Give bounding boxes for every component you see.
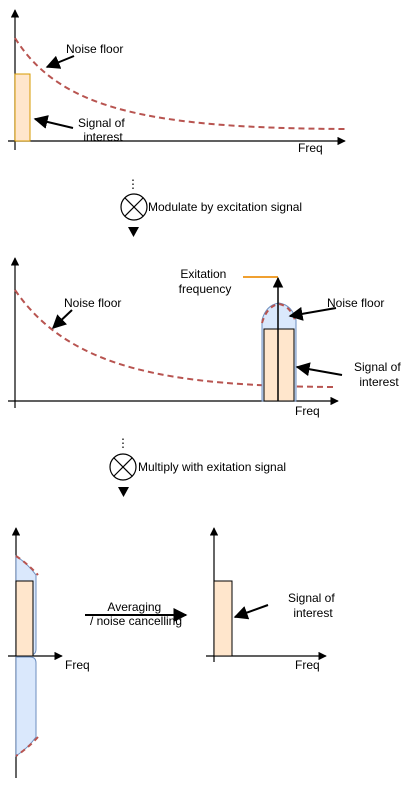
noise-floor-label-right: Noise floor: [327, 296, 384, 310]
signal-label-line-1: Signal of: [78, 116, 125, 130]
averaging-label-line-1: Averaging: [107, 600, 161, 614]
excitation-label-line-1: Exitation: [180, 267, 226, 281]
noise-floor-label: Noise floor: [66, 42, 123, 56]
signal-bar: [15, 580, 34, 657]
modulate-label: Modulate by excitation signal: [148, 200, 302, 214]
x-axis-label: Freq: [298, 141, 323, 155]
multiply-label: Multiply with exitation signal: [138, 460, 286, 474]
multiply-circle-icon: [109, 453, 137, 481]
signal-arrow: [233, 604, 269, 620]
panel-original-spectrum: Noise floor Signal of interest Freq: [8, 9, 346, 155]
x-axis-label-right: Freq: [295, 658, 320, 672]
step-modulate: ⋮ Modulate by excitation signal: [120, 177, 302, 237]
signal-label-line-1: Signal of: [354, 360, 401, 374]
panel-demodulated-spectrum: Freq: [8, 527, 90, 778]
signal-arrow: [295, 362, 343, 377]
noise-floor-arrow: [45, 55, 75, 69]
signal-label-line-2: interest: [359, 375, 399, 389]
lower-noise-edge: [15, 736, 39, 757]
signal-bar: [213, 580, 233, 657]
panel-filtered-spectrum: Signal of interest Freq: [206, 527, 338, 672]
excitation-frequency-label: Exitation frequency: [179, 267, 232, 296]
signal-label-line-1: Signal of: [288, 591, 335, 605]
signal-arrow: [33, 115, 74, 129]
step-dots: ⋮: [117, 436, 129, 450]
down-arrow-icon: [128, 227, 139, 237]
x-axis-label: Freq: [295, 404, 320, 418]
signal-label-line-2: interest: [83, 130, 123, 144]
averaging-step: Averaging / noise cancelling: [85, 600, 188, 628]
signal-bar: [263, 328, 295, 402]
signal-of-interest-label: Signal of interest: [354, 360, 404, 389]
upper-noise-edge: [15, 555, 39, 576]
excitation-label-line-2: frequency: [179, 282, 232, 296]
step-multiply: ⋮ Multiply with exitation signal: [109, 436, 286, 497]
panel-modulated-spectrum: Exitation frequency Noise floor Noise fl…: [8, 257, 404, 418]
x-axis-label-left: Freq: [65, 658, 90, 672]
noise-floor-arrow-left: [51, 309, 73, 329]
noise-floor-label-left: Noise floor: [64, 296, 121, 310]
step-dots: ⋮: [127, 177, 139, 191]
noise-floor-arrow-right: [288, 306, 337, 321]
envelope-noise-edge: [261, 302, 297, 324]
averaging-label: Averaging / noise cancelling: [90, 600, 182, 628]
signal-bar: [14, 73, 31, 142]
signal-of-interest-label: Signal of interest: [288, 591, 338, 620]
down-arrow-icon: [118, 487, 129, 497]
signal-of-interest-label: Signal of interest: [78, 116, 128, 144]
signal-label-line-2: interest: [293, 606, 333, 620]
lower-noise-envelope: [15, 656, 37, 757]
noise-floor-curve: [14, 37, 346, 130]
multiply-circle-icon: [120, 193, 148, 221]
averaging-label-line-2: / noise cancelling: [90, 614, 182, 628]
